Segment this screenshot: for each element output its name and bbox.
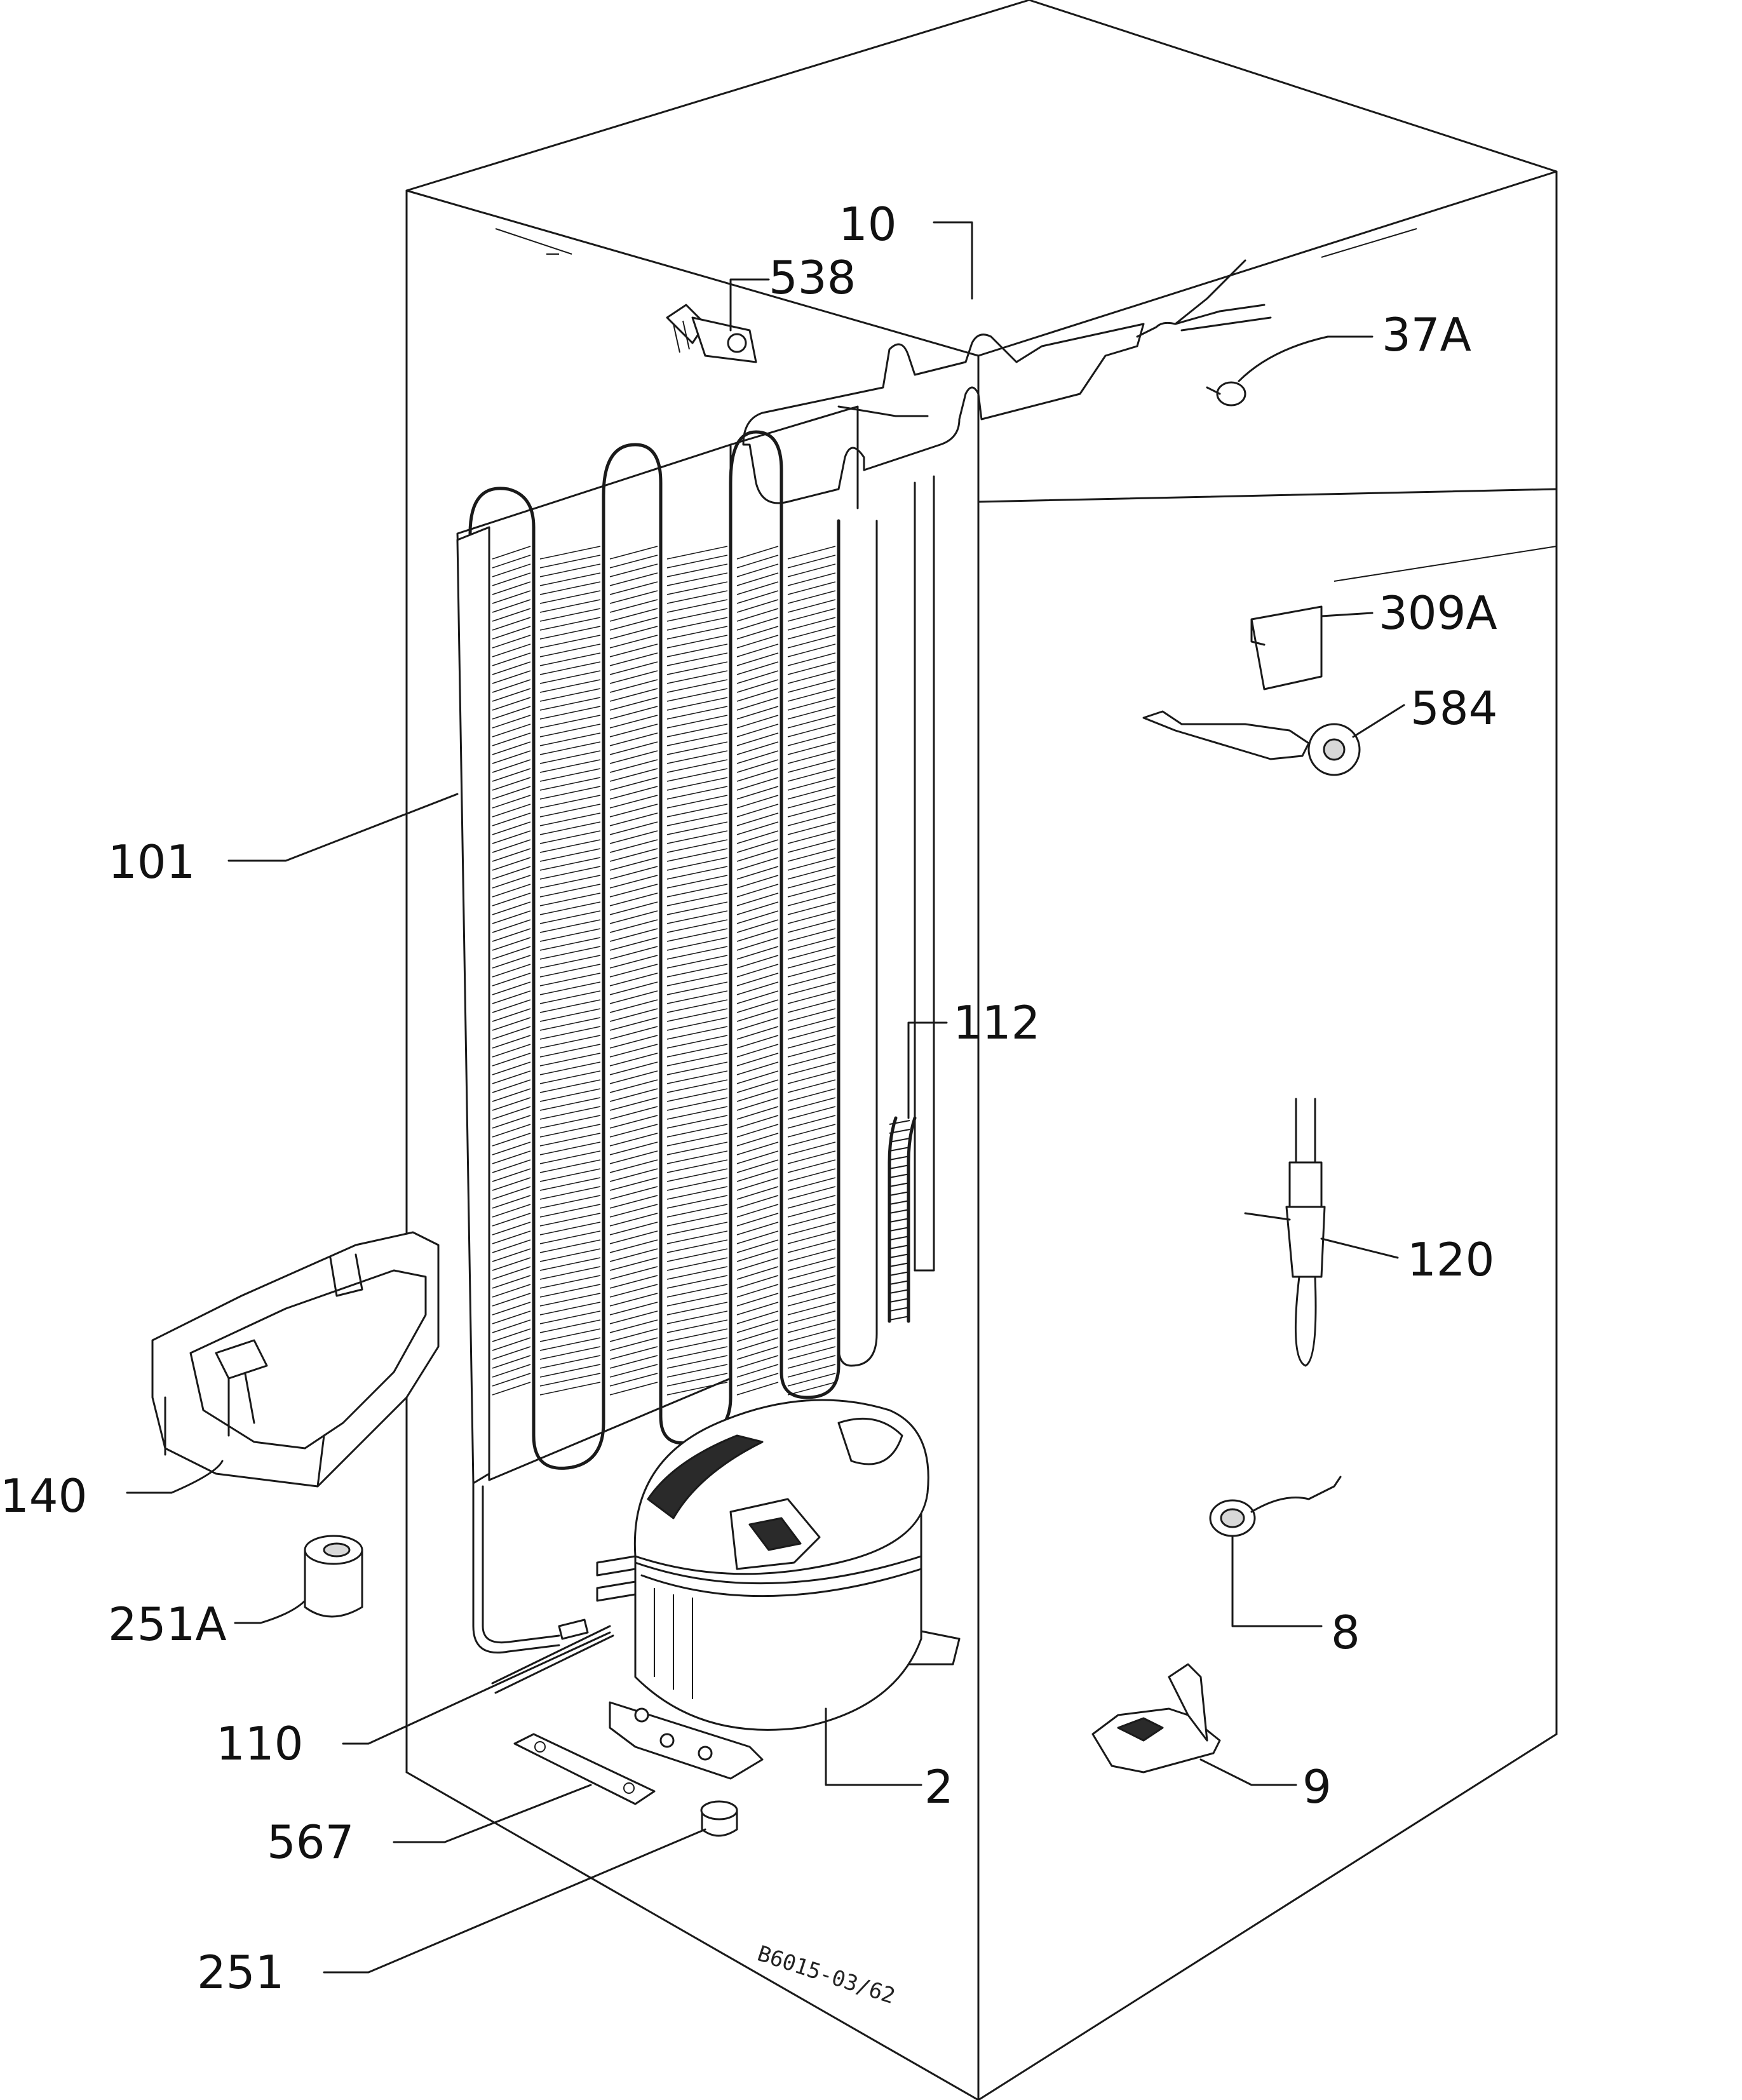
grommet-251 — [700, 1800, 738, 1837]
callout-101: 101 — [108, 835, 195, 889]
drawing-reference: B6015-03/62 — [754, 1941, 898, 2010]
callout-567: 567 — [267, 1815, 354, 1869]
callout-538: 538 — [769, 251, 856, 304]
block-309a — [1250, 605, 1323, 690]
callout-309a: 309A — [1379, 586, 1497, 640]
callout-251a: 251A — [108, 1598, 227, 1651]
callout-9: 9 — [1302, 1760, 1332, 1814]
callout-2: 2 — [924, 1760, 954, 1814]
grommet-8 — [1209, 1476, 1342, 1537]
callout-37a: 37A — [1382, 308, 1471, 361]
callout-251: 251 — [197, 1946, 284, 1999]
drain-hose — [888, 1116, 917, 1323]
clip-538 — [666, 304, 757, 363]
callout-584: 584 — [1410, 682, 1497, 735]
cap-37a — [1206, 381, 1246, 407]
compressor — [596, 1399, 961, 1780]
sensor-120 — [1244, 1098, 1326, 1367]
capillary-tube-110 — [491, 1619, 614, 1694]
callout-140: 140 — [0, 1469, 87, 1523]
bushing-251a — [304, 1535, 363, 1618]
cabinet — [405, 0, 1558, 2100]
top-loop-tube — [742, 259, 1272, 504]
bracket-567 — [513, 1733, 656, 1805]
callout-112: 112 — [953, 996, 1040, 1049]
drip-tray — [151, 1231, 440, 1488]
callout-labels: 10 538 37A 309A 584 101 112 120 140 251A… — [0, 198, 1497, 1999]
leader-lines — [126, 221, 1405, 1974]
callout-110: 110 — [216, 1717, 303, 1770]
callout-120: 120 — [1407, 1233, 1494, 1286]
lever-584 — [1142, 710, 1361, 776]
housing-9 — [1091, 1663, 1221, 1774]
callout-8: 8 — [1331, 1606, 1360, 1659]
condenser-coil — [456, 405, 935, 1654]
callout-10: 10 — [839, 198, 897, 251]
